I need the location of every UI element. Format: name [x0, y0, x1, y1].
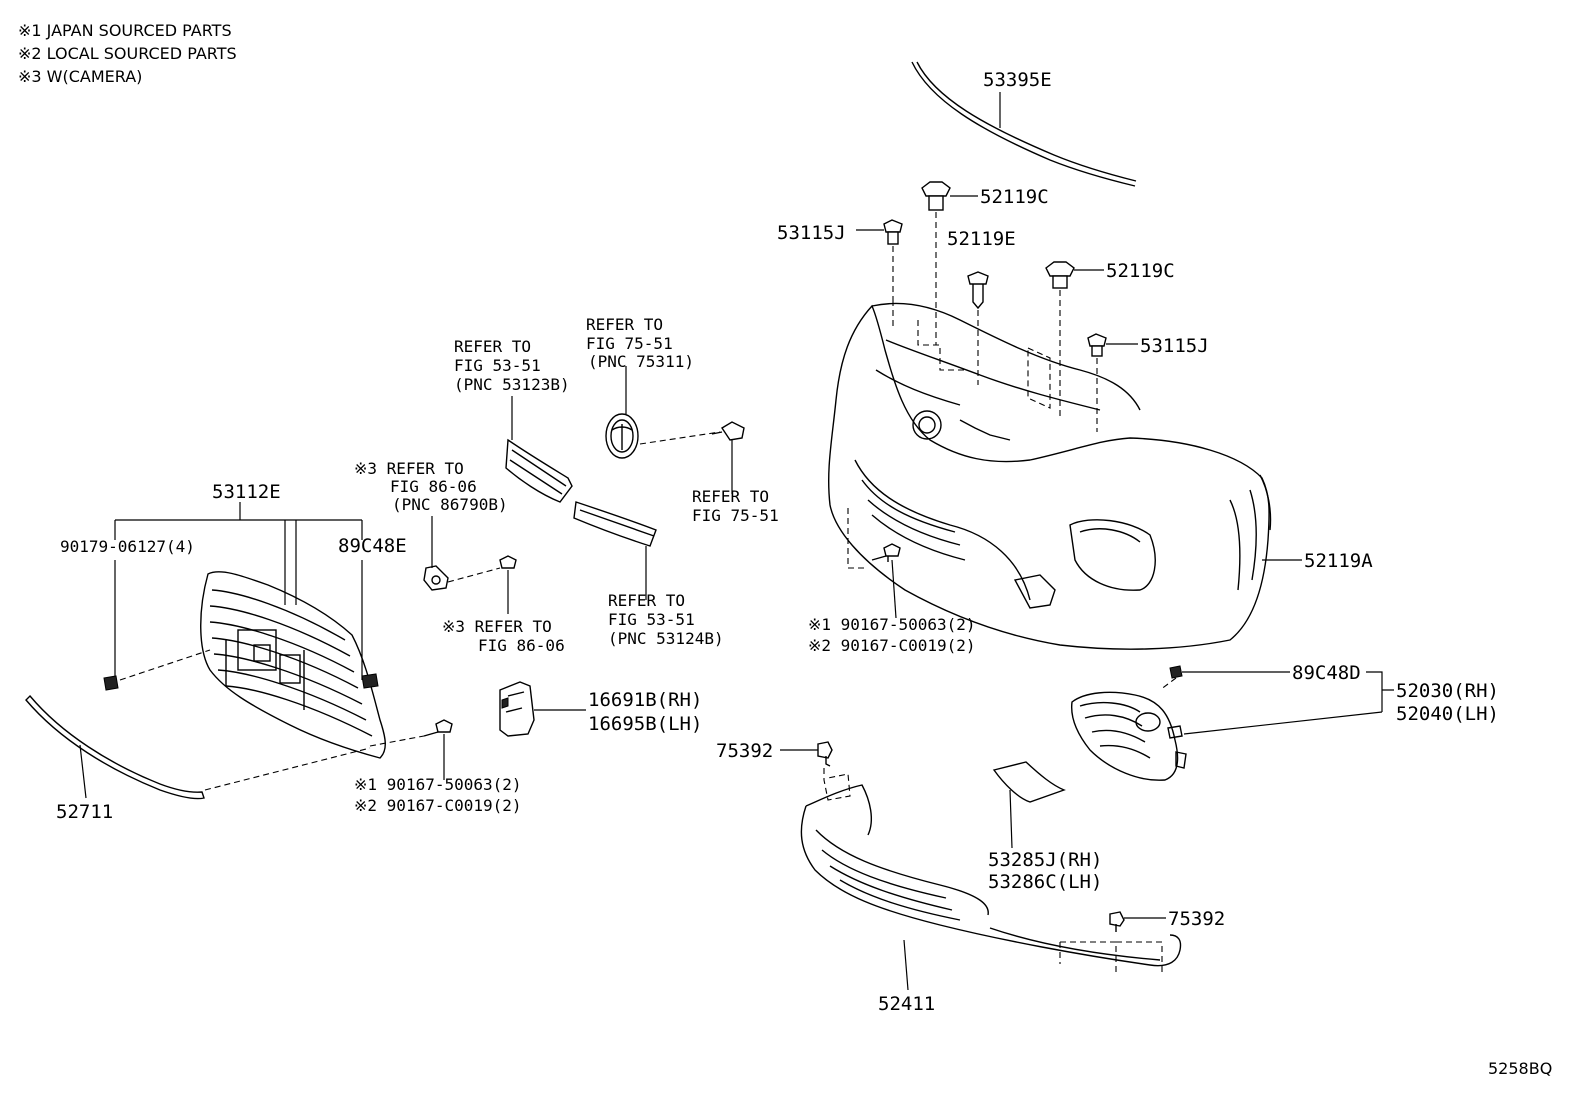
camera-bracket-86790B[interactable] — [423, 516, 501, 591]
part-52711-molding[interactable] — [25, 694, 371, 800]
ref-86-06-line2: FIG 86-06 — [478, 636, 565, 655]
ref-53124B-line3: (PNC 53124B) — [608, 629, 724, 648]
ref-86-06-line1: ※3 REFER TO — [442, 617, 552, 636]
label-16695B[interactable]: 16695B(LH) — [588, 713, 702, 735]
ref-75311[interactable]: REFER TO FIG 75-51 (PNC 75311) — [586, 315, 694, 371]
label-53286C[interactable]: 53286C(LH) — [988, 871, 1102, 893]
note-local-sourced: ※2 LOCAL SOURCED PARTS — [18, 44, 237, 63]
label-75392-bottom[interactable]: 75392 — [1168, 908, 1225, 930]
label-52411[interactable]: 52411 — [878, 993, 935, 1015]
part-52119A-bumper-cover[interactable] — [828, 302, 1302, 650]
note-camera: ※3 W(CAMERA) — [18, 67, 142, 86]
ref-86790B-line2: FIG 86-06 — [390, 477, 477, 496]
ref-75311-line2: FIG 75-51 — [586, 334, 673, 353]
clip-52119C-top[interactable] — [921, 181, 978, 345]
part-16691B-16695B-bracket[interactable] — [499, 681, 586, 737]
label-90167-grille-1[interactable]: ※1 90167-50063(2) — [354, 775, 522, 794]
label-52711[interactable]: 52711 — [56, 801, 113, 823]
label-52119C-top[interactable]: 52119C — [980, 186, 1049, 208]
clip-75392-bottom[interactable] — [1059, 911, 1166, 972]
label-53112E[interactable]: 53112E — [212, 481, 281, 503]
ref-53123B[interactable]: REFER TO FIG 53-51 (PNC 53123B) — [454, 337, 570, 394]
clip-53115J-right[interactable] — [1087, 333, 1138, 432]
label-52030[interactable]: 52030(RH) — [1396, 680, 1499, 702]
label-90167-bumper-2[interactable]: ※2 90167-C0019(2) — [808, 636, 976, 655]
ref-86790B[interactable]: ※3 REFER TO FIG 86-06 (PNC 86790B) — [354, 459, 508, 514]
label-53115J-left[interactable]: 53115J — [777, 222, 846, 244]
legend-notes: ※1 JAPAN SOURCED PARTS ※2 LOCAL SOURCED … — [18, 21, 237, 86]
label-89C48E[interactable]: 89C48E — [338, 535, 407, 557]
screw-90167-grille[interactable] — [369, 719, 453, 780]
label-90167-grille-2[interactable]: ※2 90167-C0019(2) — [354, 796, 522, 815]
ref-53124B-line1: REFER TO — [608, 591, 685, 610]
part-53112E-grille[interactable] — [103, 502, 386, 759]
ref-53123B-line3: (PNC 53123B) — [454, 375, 570, 394]
ref-86790B-line1: ※3 REFER TO — [354, 459, 464, 478]
upper-grille-insert-53123B[interactable] — [505, 396, 573, 503]
label-52119E[interactable]: 52119E — [947, 228, 1016, 250]
part-52411-lower-spoiler[interactable] — [800, 784, 1182, 991]
label-16691B[interactable]: 16691B(RH) — [588, 689, 702, 711]
note-japan-sourced: ※1 JAPAN SOURCED PARTS — [18, 21, 232, 40]
ref-86-06[interactable]: ※3 REFER TO FIG 86-06 — [442, 617, 565, 655]
ref-75311-line1: REFER TO — [586, 315, 663, 334]
screw-90167-bumper[interactable] — [871, 543, 901, 619]
label-53115J-right[interactable]: 53115J — [1140, 335, 1209, 357]
ref-75-51[interactable]: REFER TO FIG 75-51 — [692, 487, 779, 525]
clip-53115J-left[interactable] — [856, 219, 903, 330]
ref-53124B[interactable]: REFER TO FIG 53-51 (PNC 53124B) — [608, 591, 724, 648]
ref-75311-line3: (PNC 75311) — [588, 352, 694, 371]
clip-75392-top[interactable] — [780, 741, 851, 801]
emblem-75311[interactable] — [605, 366, 745, 494]
label-90167-bumper-1[interactable]: ※1 90167-50063(2) — [808, 615, 976, 634]
label-53285J[interactable]: 53285J(RH) — [988, 849, 1102, 871]
label-52119C-right[interactable]: 52119C — [1106, 260, 1175, 282]
label-75392-top[interactable]: 75392 — [716, 740, 773, 762]
upper-grille-insert-53124B[interactable] — [573, 501, 657, 600]
label-53395E[interactable]: 53395E — [983, 69, 1052, 91]
diagram-code: 5258BQ — [1488, 1059, 1552, 1078]
label-52040[interactable]: 52040(LH) — [1396, 703, 1499, 725]
bolt-86-06[interactable] — [499, 555, 517, 614]
ref-75-51-line1: REFER TO — [692, 487, 769, 506]
ref-75-51-line2: FIG 75-51 — [692, 506, 779, 525]
part-53395E-molding[interactable] — [911, 61, 1137, 187]
part-53285J-53286C-cover[interactable] — [992, 761, 1066, 849]
clip-52119C-right[interactable] — [1045, 261, 1104, 420]
label-90179[interactable]: 90179-06127(4) — [60, 537, 195, 556]
ref-53123B-line1: REFER TO — [454, 337, 531, 356]
screw-52119E[interactable] — [967, 271, 989, 385]
label-89C48D[interactable]: 89C48D — [1292, 662, 1361, 684]
ref-53124B-line2: FIG 53-51 — [608, 610, 695, 629]
label-52119A[interactable]: 52119A — [1304, 550, 1373, 572]
part-52030-52040-fog-bezel[interactable] — [1071, 665, 1394, 781]
ref-86790B-line3: (PNC 86790B) — [392, 495, 508, 514]
ref-53123B-line2: FIG 53-51 — [454, 356, 541, 375]
